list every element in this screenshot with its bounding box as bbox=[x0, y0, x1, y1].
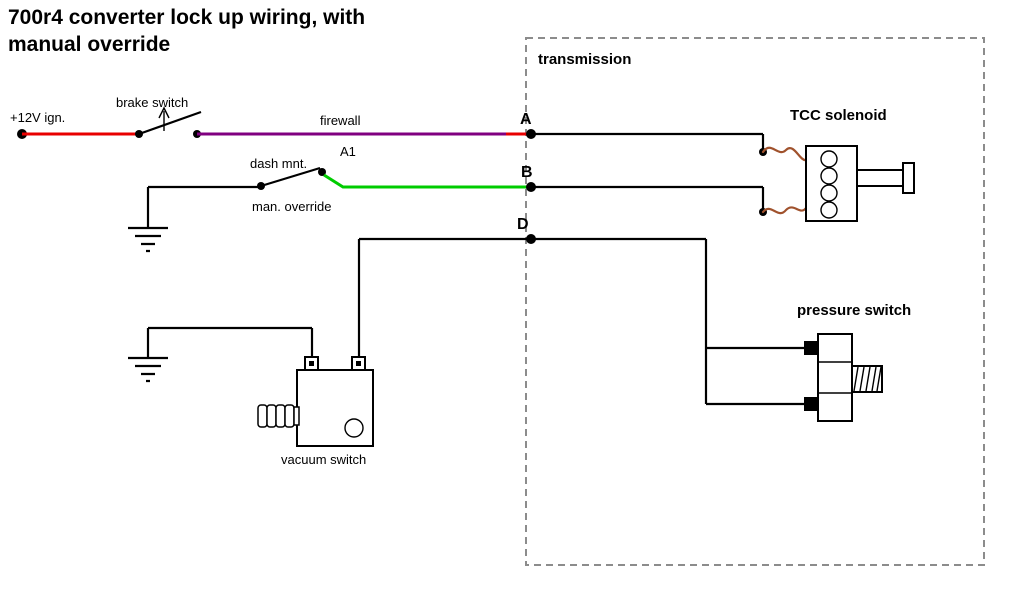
ignition-label: +12V ign. bbox=[10, 110, 65, 125]
solenoid-bottom-lead-wire bbox=[761, 206, 808, 215]
ground-2-symbol-icon bbox=[128, 356, 168, 383]
terminal-b-label: B bbox=[521, 164, 533, 181]
solenoid-coil-loop bbox=[820, 184, 838, 202]
brake-switch-label: brake switch bbox=[116, 95, 188, 110]
pressure-terminal-bottom bbox=[804, 397, 818, 411]
vacuum-terminal-left-contact bbox=[309, 361, 314, 366]
solenoid-plunger-cap bbox=[902, 162, 915, 194]
vacuum-hose-barb-rib bbox=[266, 404, 277, 428]
diagram-title: 700r4 converter lock up wiring, with man… bbox=[8, 6, 366, 57]
override-switch-blade bbox=[260, 166, 321, 188]
stud-thread-hatch bbox=[859, 366, 865, 392]
override-switch-terminal-right-dot bbox=[318, 168, 326, 176]
terminal-a-label: A bbox=[520, 111, 532, 128]
stud-thread-hatch bbox=[865, 366, 871, 392]
vacuum-hose-barb-rib bbox=[257, 404, 268, 428]
brake-switch-blade bbox=[138, 110, 202, 136]
pressure-switch-label: pressure switch bbox=[797, 302, 911, 319]
manual-override-label: man. override bbox=[252, 199, 331, 214]
pressure-switch-body bbox=[817, 333, 853, 422]
firewall-label: firewall bbox=[320, 113, 361, 128]
dash-mount-label: dash mnt. bbox=[250, 156, 307, 171]
transmission-boundary bbox=[525, 37, 985, 566]
vacuum-switch-port bbox=[344, 418, 364, 438]
tcc-solenoid-label: TCC solenoid bbox=[790, 107, 887, 124]
solenoid-plunger bbox=[856, 169, 906, 187]
stud-thread-hatch bbox=[871, 366, 877, 392]
vacuum-hose-barb-rib bbox=[275, 404, 286, 428]
stud-thread-hatch bbox=[853, 366, 859, 392]
vacuum-switch-label: vacuum switch bbox=[281, 452, 366, 467]
vacuum-switch-body bbox=[296, 369, 374, 447]
firewall-pin-label: A1 bbox=[340, 144, 356, 159]
solenoid-coil-loop bbox=[820, 150, 838, 168]
solenoid-top-lead-wire bbox=[761, 146, 808, 162]
vacuum-terminal-right-contact bbox=[356, 361, 361, 366]
ground-1-symbol-icon bbox=[128, 226, 168, 253]
vacuum-hose-barb-neck bbox=[293, 406, 300, 426]
wire-green-override-to-b bbox=[323, 173, 531, 189]
pressure-terminal-top bbox=[804, 341, 818, 355]
terminal-d-label: D bbox=[517, 216, 529, 233]
solenoid-coil-loop bbox=[820, 201, 838, 219]
solenoid-coil-loop bbox=[820, 167, 838, 185]
brake-switch-arrowhead-icon bbox=[158, 106, 170, 119]
transmission-label: transmission bbox=[538, 51, 631, 68]
vacuum-hose-barb-rib bbox=[284, 404, 295, 428]
stud-thread-hatch bbox=[876, 366, 882, 392]
